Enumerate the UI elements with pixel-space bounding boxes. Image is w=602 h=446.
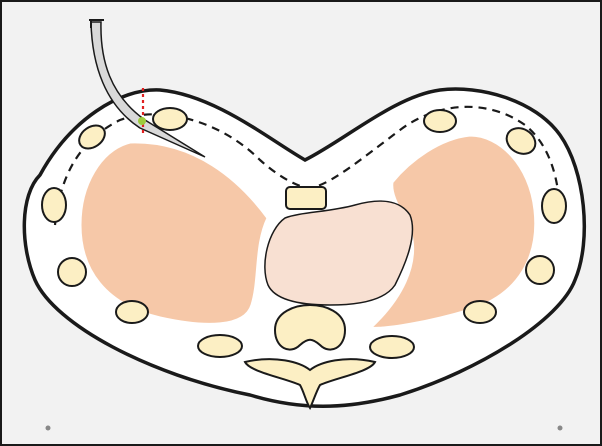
- rib-left-3: [42, 188, 66, 222]
- rib-right-6: [370, 336, 414, 358]
- corner-dot-left: [46, 426, 51, 431]
- rib-left-5: [116, 301, 148, 323]
- rib-right-5: [464, 301, 496, 323]
- rib-right-4: [526, 256, 554, 284]
- rib-left-4: [58, 258, 86, 286]
- central-organ: [265, 201, 413, 305]
- rib-left-2: [153, 108, 187, 130]
- corner-dot-right: [558, 426, 563, 431]
- rib-right-3: [542, 189, 566, 223]
- rib-right-1: [424, 110, 456, 132]
- rib-left-6: [198, 335, 242, 357]
- sternum: [286, 187, 326, 209]
- needle-tip-marker: [138, 117, 146, 125]
